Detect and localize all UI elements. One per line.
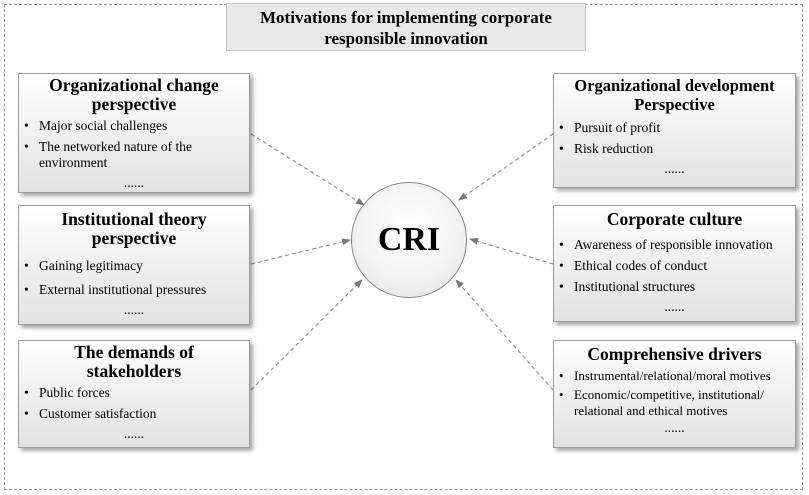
bullet-list: Awareness of responsible innovation Ethi…	[554, 237, 795, 295]
box-title: Organizational development Perspective	[574, 76, 775, 114]
box-title: Comprehensive drivers	[587, 344, 762, 364]
box-comprehensive-drivers: Comprehensive drivers Instrumental/relat…	[553, 340, 796, 448]
bullet-list: Public forces Customer satisfaction	[19, 385, 249, 422]
list-item: The networked nature of the environment	[24, 139, 243, 171]
arrow-culture-to-cri	[469, 237, 554, 265]
list-item: Risk reduction	[559, 141, 789, 157]
box-title: Organizational change perspective	[49, 75, 219, 114]
list-item: Instrumental/relational/moral motives	[559, 368, 789, 384]
box-stakeholder-demands: The demands of stakeholders Public force…	[18, 340, 250, 448]
list-item: Major social challenges	[24, 118, 243, 134]
ellipsis: ......	[664, 299, 685, 314]
box-title: Institutional theory perspective	[61, 209, 207, 248]
bullet-list: Pursuit of profit Risk reduction	[554, 120, 795, 157]
arrow-institutional-to-cri	[250, 238, 351, 265]
list-item: Gaining legitimacy	[24, 258, 243, 274]
list-item: Public forces	[24, 385, 243, 401]
box-title: Corporate culture	[606, 209, 743, 229]
arrow-stakeholders-to-cri	[250, 279, 363, 391]
box-organizational-development: Organizational development Perspective P…	[553, 73, 796, 188]
ellipsis: ......	[123, 175, 145, 190]
box-title: The demands of stakeholders	[74, 342, 194, 381]
ellipsis: ......	[123, 426, 145, 441]
list-item: Customer satisfaction	[24, 406, 243, 422]
diagram-title-line2: responsible innovation	[324, 29, 488, 48]
arrow-drivers-to-cri	[455, 279, 554, 391]
arrow-org-dev-to-cri	[458, 133, 554, 201]
bullet-list: Instrumental/relational/moral motives Ec…	[554, 368, 795, 419]
diagram-title-line1: Motivations for implementing corporate	[260, 8, 552, 27]
ellipsis: ......	[123, 302, 145, 317]
box-organizational-change: Organizational change perspective Major …	[18, 73, 250, 193]
ellipsis: ......	[664, 161, 685, 176]
list-item: Ethical codes of conduct	[559, 258, 789, 274]
bullet-list: Gaining legitimacy External institutiona…	[19, 258, 249, 298]
bullet-list: Major social challenges The networked na…	[19, 118, 249, 171]
arrow-org-change-to-cri	[250, 133, 365, 206]
list-item: Institutional structures	[559, 279, 789, 295]
list-item: Pursuit of profit	[559, 120, 789, 136]
list-item: Economic/competitive, institutional/ rel…	[559, 387, 789, 419]
box-corporate-culture: Corporate culture Awareness of responsib…	[553, 205, 796, 322]
cri-center-node: CRI	[351, 182, 467, 298]
ellipsis: ......	[664, 420, 685, 435]
list-item: Awareness of responsible innovation	[559, 237, 789, 253]
box-institutional-theory: Institutional theory perspective Gaining…	[18, 205, 250, 325]
list-item: External institutional pressures	[24, 282, 243, 298]
diagram-title: Motivations for implementing corporate r…	[226, 3, 586, 51]
